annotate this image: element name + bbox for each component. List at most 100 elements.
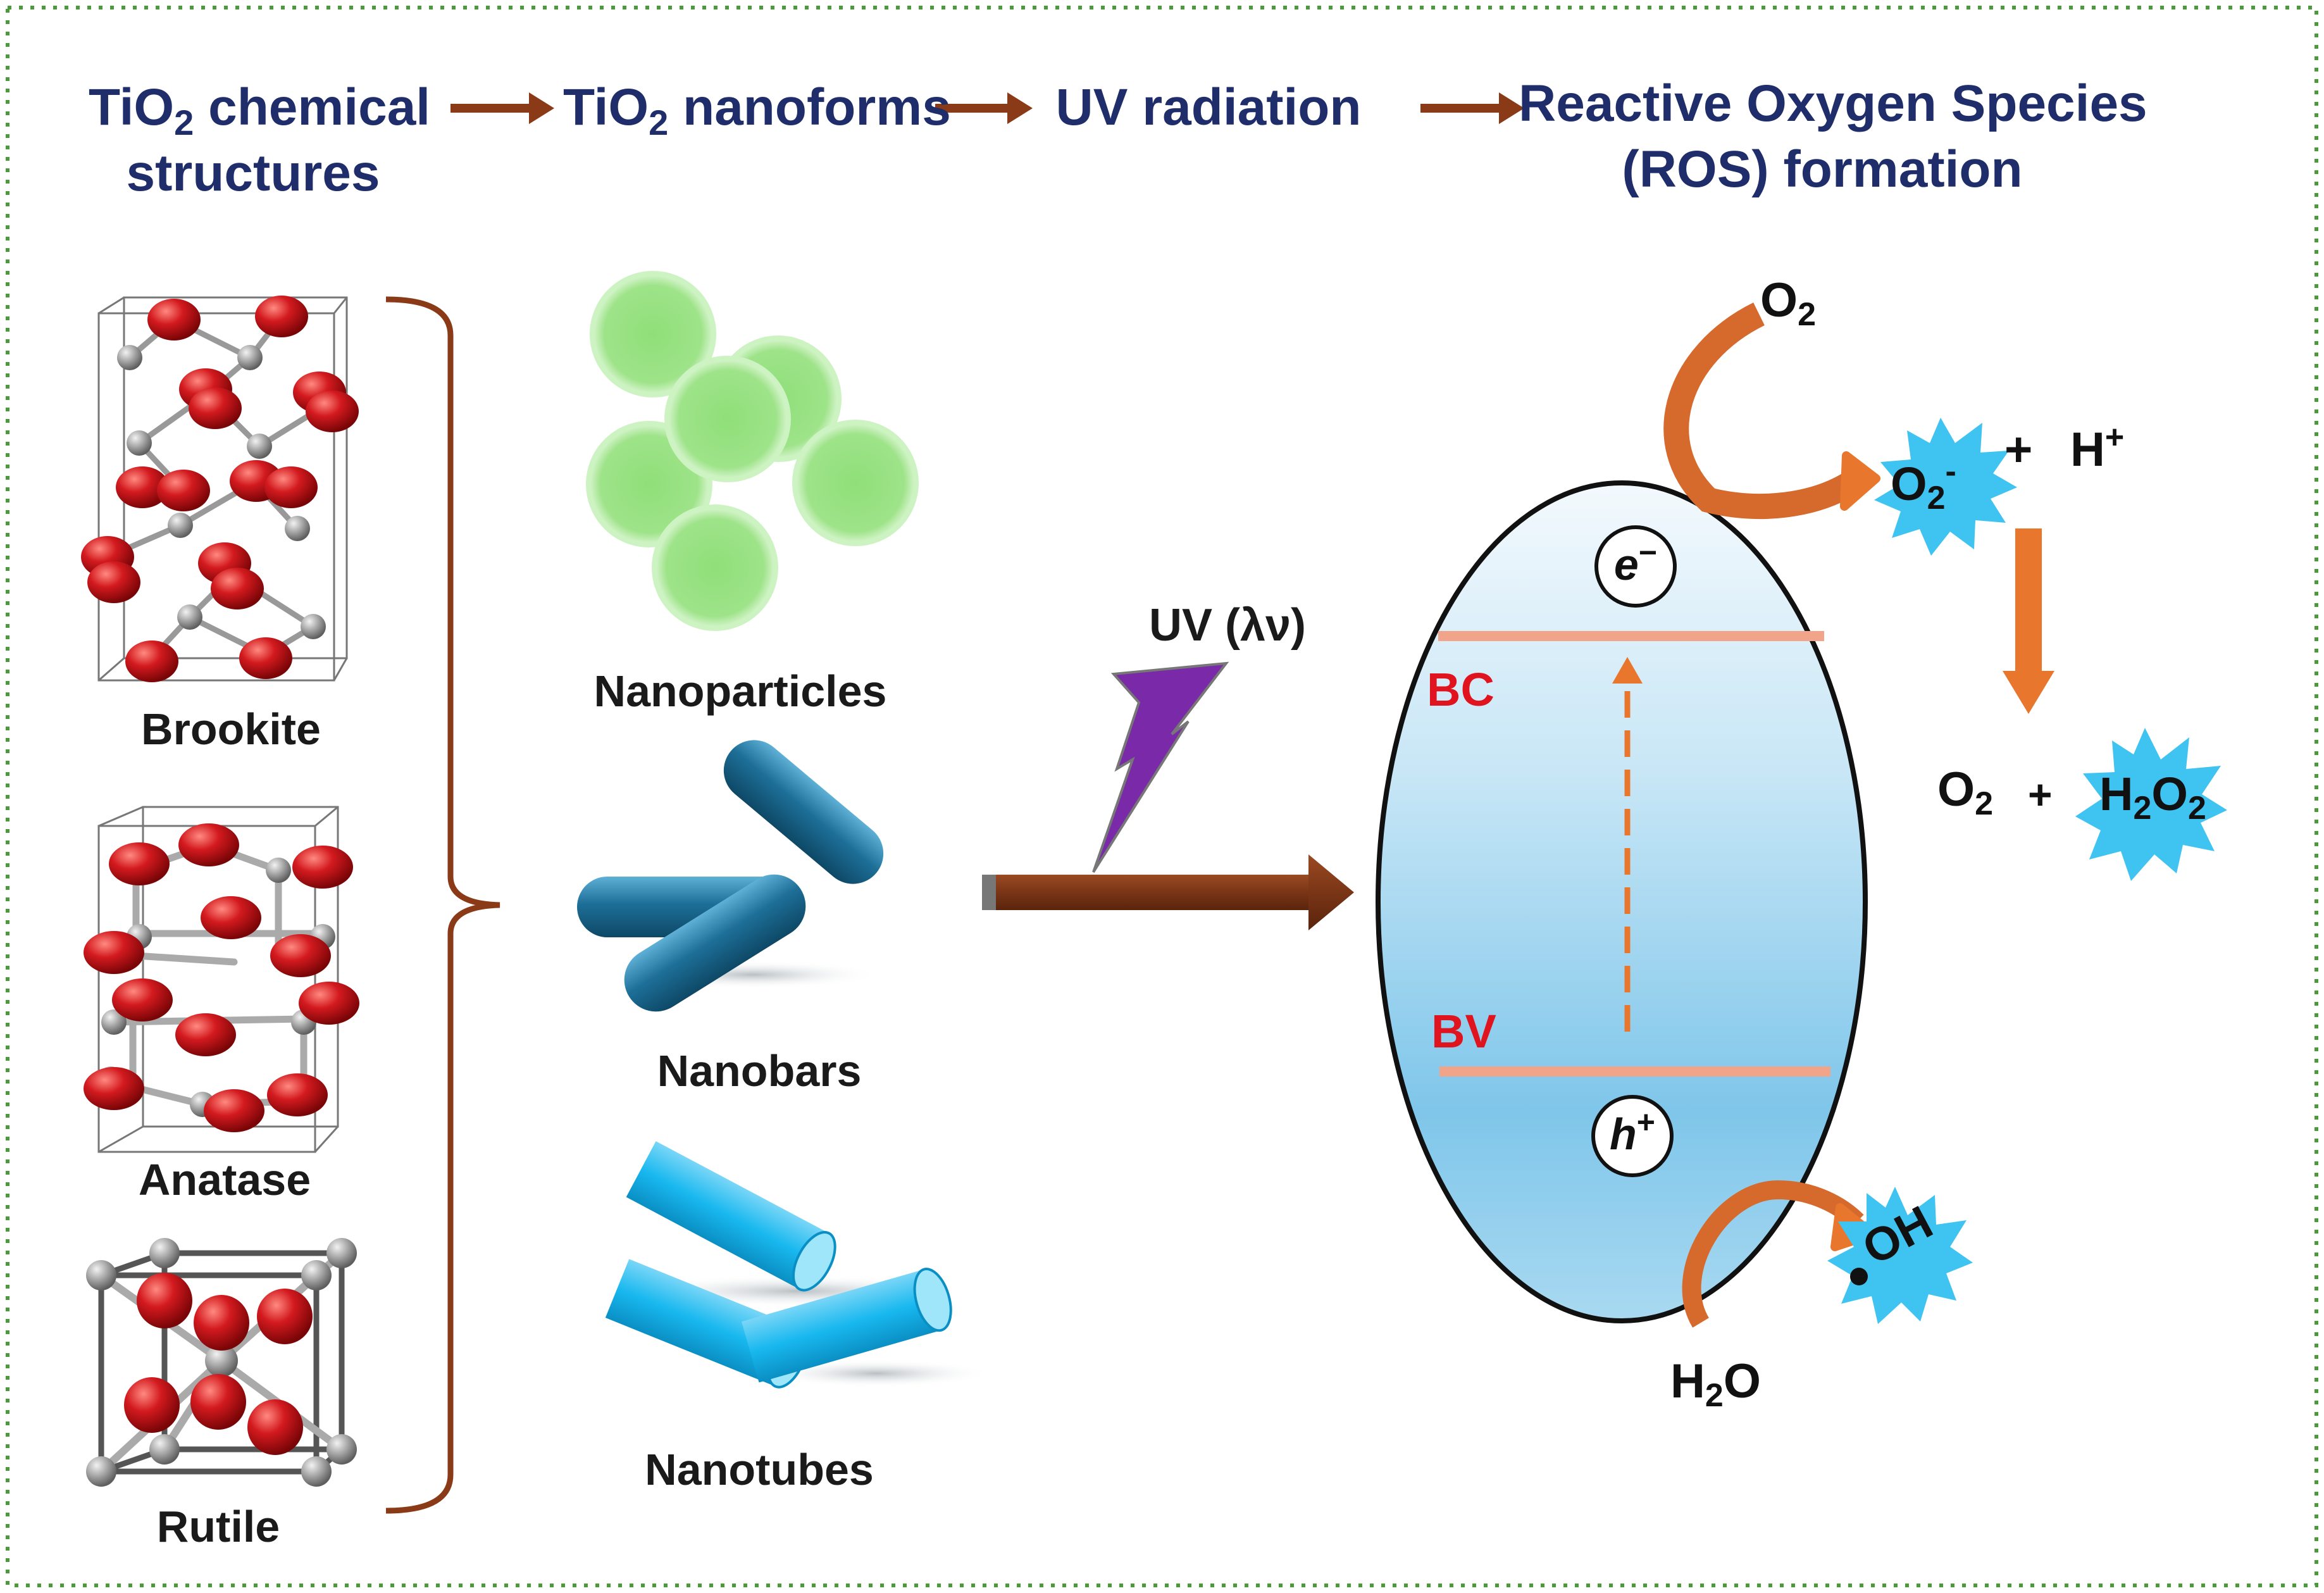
o2-sub: 2 — [1798, 296, 1817, 333]
label-nanobars: Nanobars — [657, 1046, 862, 1096]
hole-circle — [1591, 1095, 1674, 1177]
header-step4-line1: Reactive Oxygen Species — [1519, 75, 2147, 132]
electron-base: e — [1613, 540, 1639, 589]
header-step4-line2: (ROS) formation — [1622, 141, 2023, 198]
superoxide-burst — [1874, 418, 2017, 556]
header-step1-line2: structures — [126, 144, 380, 202]
nanobar — [723, 740, 884, 884]
rutile-oxygen-atoms — [124, 1273, 313, 1455]
nanotube — [605, 1259, 800, 1387]
header-step-ros-formation: Reactive Oxygen Species (ROS) formation — [1519, 71, 2147, 203]
water-sub: 2 — [1705, 1377, 1724, 1414]
brookite-oxygen-atoms — [81, 296, 359, 682]
label-uv: UV (λν) — [1148, 600, 1307, 651]
electron-circle — [1594, 525, 1677, 608]
electron-symbol: e− — [1596, 537, 1675, 590]
h2o2-b: O — [2151, 768, 2188, 820]
header-step-nanoforms: TiO2 nanoforms — [563, 75, 951, 142]
plus-sign-1: + — [2004, 423, 2033, 477]
header-flow-arrows — [451, 92, 1524, 124]
species-o2-product: O2 — [1937, 763, 1993, 820]
hole-sup: + — [1636, 1104, 1655, 1140]
nanotube-end — [792, 1230, 836, 1292]
species-proton: H+ — [2070, 421, 2124, 477]
label-conduction-band: BC — [1427, 663, 1494, 716]
flow-arrow-1 — [451, 104, 533, 113]
o2-product-sub: 2 — [1975, 785, 1994, 822]
nanotubes-group — [605, 1141, 990, 1389]
header-step-uv-radiation: UV radiation — [1050, 75, 1367, 141]
nanoparticle — [590, 271, 716, 397]
header-step1-rest: chemical — [194, 78, 431, 136]
nanotube — [626, 1141, 830, 1289]
oxygen-reduction-arrow-head — [1840, 451, 1880, 511]
flow-arrow-2-head — [1007, 92, 1033, 124]
species-hydrogen-peroxide: H2O2 — [2099, 767, 2206, 825]
h2o2-sub2: 2 — [2187, 790, 2206, 827]
excitation-arrow-head — [1612, 657, 1643, 684]
water-b: O — [1723, 1354, 1761, 1408]
electron-sup: − — [1638, 535, 1658, 570]
nanoparticle — [792, 420, 919, 546]
superoxide-sub: 2 — [1927, 480, 1946, 516]
uv-lightning-bolt — [1092, 661, 1229, 873]
brookite-titanium-atoms — [117, 345, 326, 639]
dismutation-arrow-head — [2003, 671, 2054, 714]
header-step3-text: UV radiation — [1055, 78, 1362, 136]
structures-bracket — [385, 296, 500, 1514]
flow-arrow-3 — [1420, 104, 1503, 113]
label-anatase: Anatase — [138, 1155, 311, 1204]
flow-arrow-2 — [935, 104, 1011, 113]
o2-product-base: O — [1937, 763, 1975, 816]
nanobar — [624, 874, 806, 1012]
header-step-chemical-structures: TiO2 chemical structures — [89, 75, 430, 206]
header-step1-text: TiO — [89, 78, 175, 136]
nanoparticle — [652, 504, 778, 631]
semiconductor-particle — [1376, 480, 1868, 1323]
header-step1-sub: 2 — [174, 103, 194, 142]
nanotube — [742, 1269, 941, 1383]
nanoparticles-cluster — [586, 271, 919, 631]
hydroxyl-burst — [1827, 1187, 1973, 1324]
label-nanoparticles: Nanoparticles — [593, 666, 887, 716]
nanotube-shadow — [762, 1359, 990, 1387]
header-step2-sub: 2 — [649, 103, 669, 142]
hole-symbol: h+ — [1593, 1106, 1672, 1159]
header-step2-text: TiO — [563, 78, 649, 136]
anatase-oxygen-atoms — [84, 823, 359, 1132]
hole-base: h — [1610, 1109, 1637, 1159]
label-nanotubes: Nanotubes — [645, 1445, 874, 1494]
proton-base: H — [2070, 423, 2105, 477]
species-superoxide: O2- — [1891, 455, 1956, 515]
superoxide-sup: - — [1945, 453, 1956, 490]
o2-base: O — [1760, 273, 1798, 327]
anatase-structure — [84, 806, 359, 1153]
water-oxidation-arrow — [1682, 1180, 1864, 1328]
label-valence-band: BV — [1431, 1005, 1496, 1058]
h2o2-sub1: 2 — [2133, 790, 2152, 827]
brookite-structure — [81, 296, 359, 682]
uv-exposure-arrow — [982, 854, 1354, 930]
dotted-border — [6, 6, 2318, 1587]
proton-sup: + — [2104, 419, 2125, 456]
label-brookite: Brookite — [141, 704, 321, 754]
species-water: H2O — [1670, 1354, 1761, 1412]
hydrogen-peroxide-burst — [2075, 728, 2227, 881]
water-a: H — [1670, 1354, 1705, 1408]
nanotube-end — [913, 1268, 952, 1332]
nanoparticle — [664, 356, 791, 482]
header-step2-rest: nanoforms — [668, 78, 951, 136]
radical-dot — [1850, 1268, 1868, 1285]
rutile-titanium-atoms — [86, 1238, 357, 1487]
plus-sign-2: + — [2028, 771, 2053, 818]
rutile-structure — [86, 1238, 357, 1487]
dismutation-arrow — [2015, 528, 2042, 674]
superoxide-base: O — [1891, 458, 1927, 510]
flow-arrow-1-head — [529, 92, 554, 124]
h2o2-a: H — [2099, 768, 2134, 820]
oxygen-reduction-arrow — [1663, 303, 1861, 519]
label-rutile: Rutile — [156, 1502, 280, 1551]
flow-arrow-3-head — [1499, 92, 1524, 124]
